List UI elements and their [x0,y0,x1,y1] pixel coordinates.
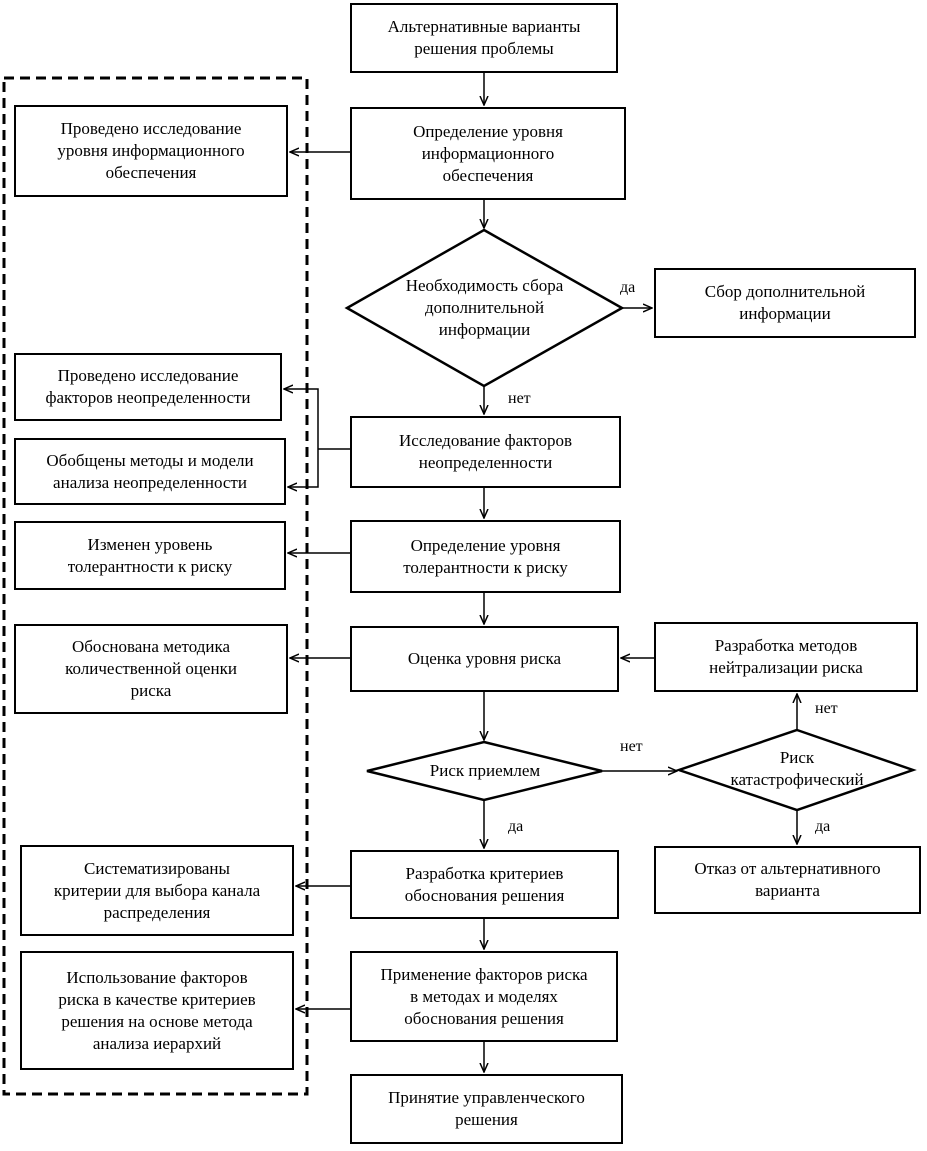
no-label-risk-ok: нет [620,738,643,755]
criteria-box: Разработка критериев обоснования решения [350,850,619,919]
yes-label-risk-cat: да [815,818,831,835]
result-info-box: Проведено исследование уровня информацио… [14,105,288,197]
decision-box: Принятие управленческого решения [350,1074,623,1144]
alternatives-box: Альтернативные варианты решения проблемы [350,3,618,73]
result-factors-box: Использование факторов риска в качестве … [20,951,294,1070]
uncertainty-box: Исследование факторов неопределенности [350,416,621,488]
info-level-box: Определение уровня информационного обесп… [350,107,626,200]
collect-info-box: Сбор дополнительной информации [654,268,916,338]
risk-ok-decision-text: Риск приемлем [429,761,541,780]
result-criteria-box: Систематизированы критерии для выбора ка… [20,845,294,936]
tolerance-box: Определение уровня толерантности к риску [350,520,621,593]
result-methods-box: Обобщены методы и модели анализа неопред… [14,438,286,505]
arrow-to-res-methods [288,449,319,487]
result-uncertainty-box: Проведено исследование факторов неопреде… [14,353,282,421]
yes-label-need-info: да [620,279,636,296]
apply-factors-box: Применение факторов риска в методах и мо… [350,951,618,1042]
arrow-to-res-uncert [284,389,319,449]
results-region-border [2,76,309,1096]
no-label-risk-cat: нет [815,700,838,717]
no-label-need-info: нет [508,390,531,407]
result-tolerance-box: Изменен уровень толерантности к риску [14,521,286,590]
risk-eval-box: Оценка уровня риска [350,626,619,692]
risk-cat-decision-text: Риск катастрофический [730,748,864,789]
result-method-quant-box: Обоснована методика количественной оценк… [14,624,288,714]
yes-label-risk-ok: да [508,818,524,835]
need-info-decision-text: Необходимость сбора дополнительной инфор… [405,276,564,339]
reject-box: Отказ от альтернативного варианта [654,846,921,914]
neutralize-box: Разработка методов нейтрализации риска [654,622,918,692]
